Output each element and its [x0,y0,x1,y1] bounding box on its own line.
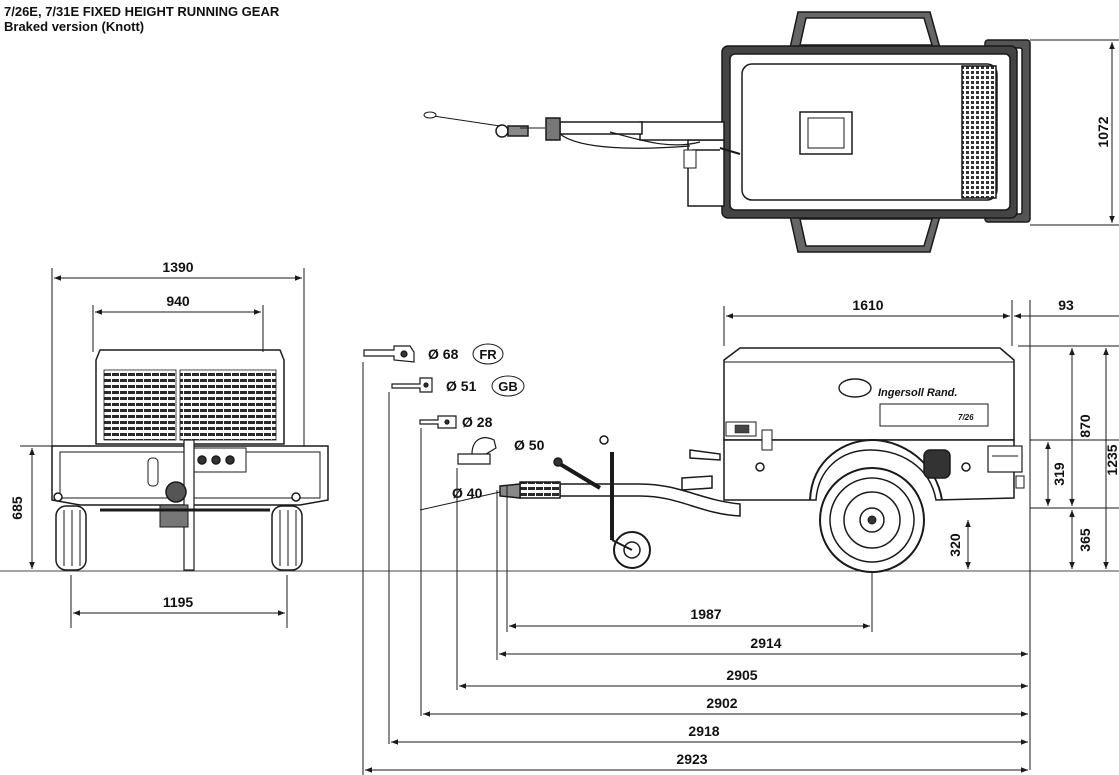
dim-side-length-2: 2905 [726,667,757,683]
top-safety-cable [427,114,501,127]
coupling-label-4: Ø 50 [514,437,545,453]
title-line-2: Braked version (Knott) [4,19,145,34]
dim-front-body-width: 940 [166,293,190,309]
dim-side-length-5: 2923 [676,751,707,767]
dim-front-overall-width: 1390 [162,259,193,275]
dim-side-length-4: 2918 [688,723,719,739]
dim-side-body-length: 1610 [852,297,883,313]
dim-side-length-3: 2902 [706,695,737,711]
front-wheel-left [55,505,87,571]
front-louvre-right [179,369,277,441]
side-overrun-bellows [519,481,561,499]
top-view [423,11,1031,253]
coupling-badge-gb-text: GB [498,379,518,394]
dim-side-body-height: 870 [1077,414,1093,438]
top-grille [961,65,997,199]
dim-front-track: 1195 [163,594,194,610]
coupling-icons [363,345,497,465]
title-line-1: 7/26E, 7/31E FIXED HEIGHT RUNNING GEAR [4,4,280,19]
side-dimensions [362,300,1119,775]
dim-side-rear-light: 319 [1051,462,1067,486]
model-badge: 7/26 [958,413,974,422]
dim-side-hitch-to-axle: 1987 [690,606,721,622]
dim-side-rear-overhang: 93 [1058,297,1074,313]
coupling-label-5: Ø 40 [452,485,483,501]
dim-front-axle-height: 685 [9,496,25,520]
brand-logo-mark [838,378,872,398]
coupling-gb-icon [391,377,433,393]
dim-side-lower-height: 365 [1077,528,1093,552]
dim-side-length-1: 2914 [750,635,781,651]
front-dimensions [20,268,305,628]
dim-top-width [1030,39,1119,226]
coupling-50-icon [457,437,497,465]
coupling-badge-gb [491,375,525,397]
coupling-label-3: Ø 28 [462,414,493,430]
coupling-28-icon [419,415,457,429]
side-view [419,347,1025,573]
drawing-title: 7/26E, 7/31E FIXED HEIGHT RUNNING GEAR B… [4,4,279,34]
dim-top-width-label: 1072 [1095,116,1111,147]
brand-logo: Ingersoll Rand. [878,387,957,399]
dim-side-overall-height: 1235 [1104,444,1119,475]
side-drawbar [559,483,741,517]
coupling-badge-fr-text: FR [479,347,497,362]
coupling-badge-fr [472,343,504,365]
top-drawbar [639,121,725,141]
side-rear-lamp [987,445,1023,473]
front-wheel-right [271,505,303,571]
dim-side-ground-clearance: 320 [947,533,963,557]
coupling-label-2: Ø 51 [446,378,477,394]
front-louvre-left [103,369,177,441]
coupling-fr-icon [363,345,415,363]
front-view [51,349,329,571]
coupling-label-1: Ø 68 [428,346,459,362]
